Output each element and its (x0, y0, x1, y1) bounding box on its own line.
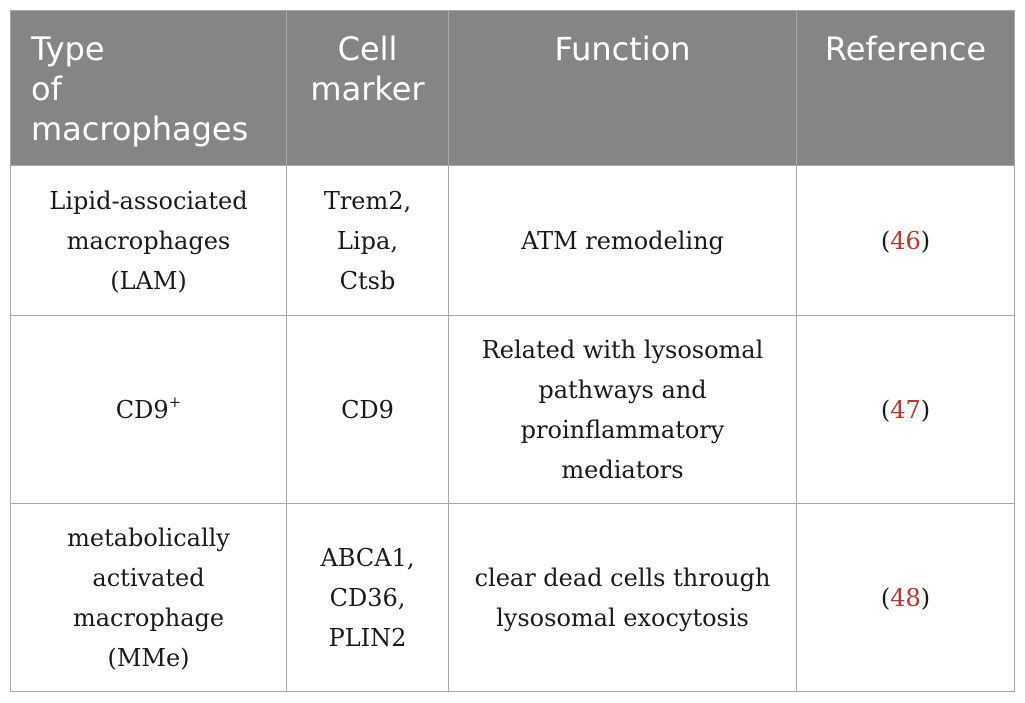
cell-type: Lipid-associated macrophages (LAM) (10, 165, 287, 316)
cell-marker: ABCA1, CD36, PLIN2 (286, 503, 449, 692)
reference-link[interactable]: 47 (890, 395, 921, 424)
cell-function: ATM remodeling (448, 165, 797, 316)
table-row: metabolically activated macrophage (MMe)… (10, 503, 1015, 692)
superscript-plus: + (168, 392, 182, 411)
cell-marker: Trem2, Lipa, Ctsb (286, 165, 449, 316)
table-row: CD9+ CD9 Related with lysosomal pathways… (10, 315, 1015, 504)
reference-link[interactable]: 46 (890, 226, 921, 255)
header-row: Type of macrophages Cell marker Function… (10, 10, 1015, 166)
cell-type: metabolically activated macrophage (MMe) (10, 503, 287, 692)
header-cell-marker: Cell marker (286, 10, 449, 166)
cell-reference: (48) (796, 503, 1015, 692)
cell-function: Related with lysosomal pathways and proi… (448, 315, 797, 504)
header-type-of-macrophages: Type of macrophages (10, 10, 287, 166)
cell-marker: CD9 (286, 315, 449, 504)
table-container: Type of macrophages Cell marker Function… (10, 10, 1015, 692)
reference-link[interactable]: 48 (890, 583, 921, 612)
cell-reference: (46) (796, 165, 1015, 316)
cell-function: clear dead cells through lysosomal exocy… (448, 503, 797, 692)
cell-type: CD9+ (10, 315, 287, 504)
header-function: Function (448, 10, 797, 166)
cell-reference: (47) (796, 315, 1015, 504)
macrophage-table: Type of macrophages Cell marker Function… (10, 10, 1015, 692)
table-row: Lipid-associated macrophages (LAM) Trem2… (10, 165, 1015, 316)
header-reference: Reference (796, 10, 1015, 166)
